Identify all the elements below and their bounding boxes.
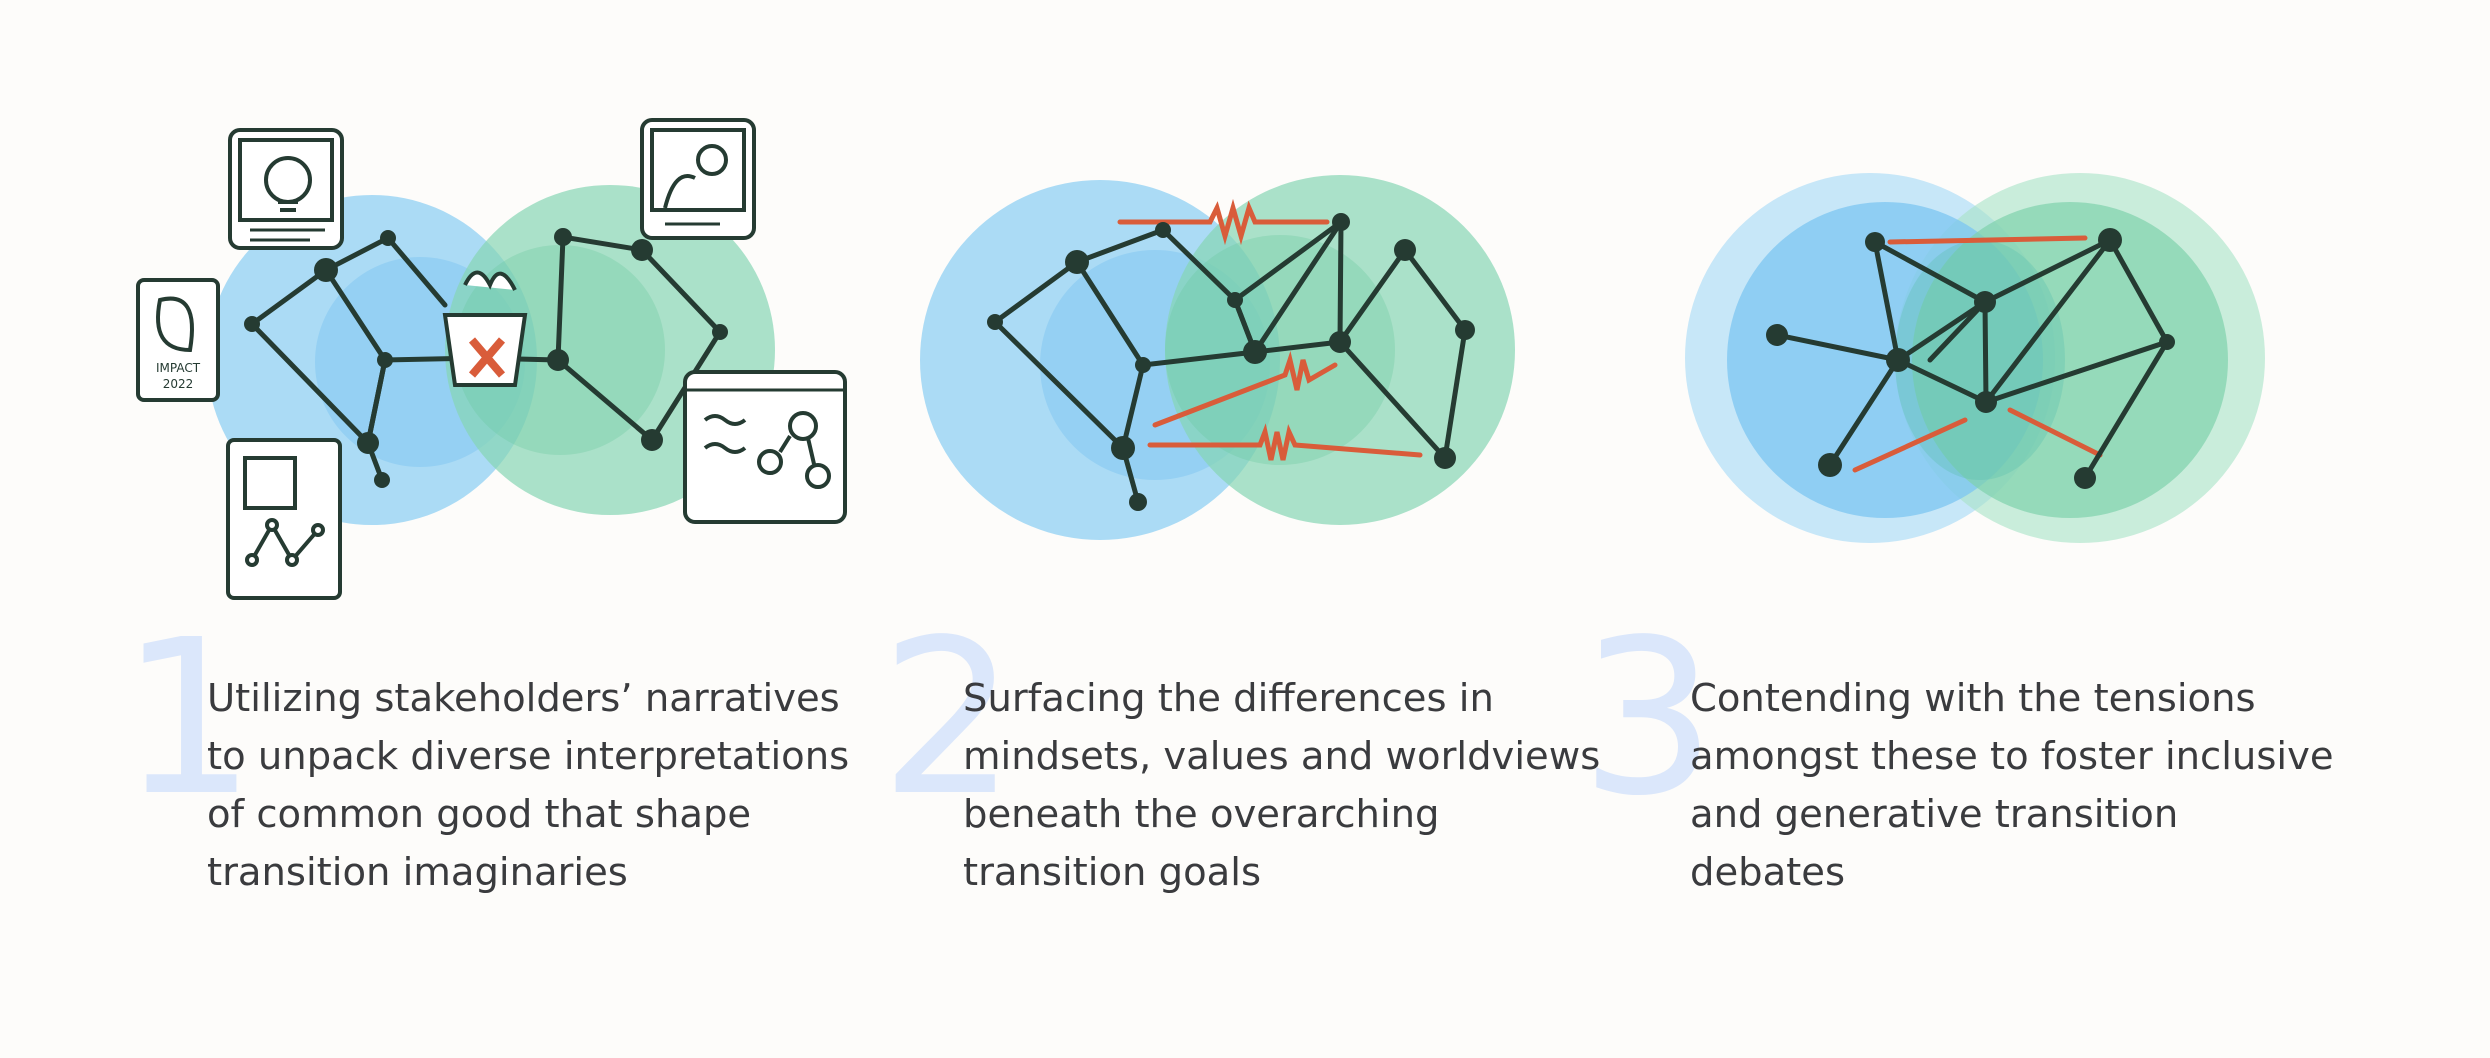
browser-card-icon <box>683 370 847 524</box>
step-1-line-2: to unpack diverse interpretations <box>207 734 850 779</box>
step-3-line-4: debates <box>1690 850 1845 895</box>
step-1-line-3: of common good that shape <box>207 792 752 837</box>
step-2-line-3: beneath the overarching <box>963 792 1440 837</box>
step-3-line-2: amongst these to foster inclusive <box>1690 734 2334 779</box>
basket-icon <box>442 270 528 387</box>
step-number-1: 1 <box>120 594 257 843</box>
lightbulb-card-icon <box>228 128 344 250</box>
step-1-line-4: transition imaginaries <box>207 850 628 895</box>
illustration-differences <box>920 175 1515 540</box>
illustration-tensions <box>1685 173 2265 543</box>
chart-card-icon <box>226 438 342 600</box>
step-description-1: Utilizing stakeholders’ narratives to un… <box>207 670 849 902</box>
step-2-line-2: mindsets, values and worldviews <box>963 734 1601 779</box>
step-2-line-1: Surfacing the differences in <box>963 676 1494 721</box>
step-2-line-4: transition goals <box>963 850 1261 895</box>
notebook-card-icon: IMPACT 2022 <box>136 278 220 402</box>
step-1-line-1: Utilizing stakeholders’ narratives <box>207 676 840 721</box>
portrait-card-icon <box>640 118 756 240</box>
illustration-narratives: IMPACT 2022 <box>136 118 847 600</box>
green-circle <box>1912 202 2228 518</box>
impact-badge-year: 2022 <box>163 377 194 391</box>
step-description-2: Surfacing the differences in mindsets, v… <box>963 670 1600 902</box>
tension-lines <box>1852 235 2103 473</box>
step-number-2: 2 <box>880 594 1017 843</box>
impact-badge-label: IMPACT <box>156 361 201 375</box>
tension-lines <box>1117 198 1423 461</box>
overlap-blend <box>1895 240 2065 480</box>
step-number-3: 3 <box>1580 594 1717 843</box>
step-3-line-3: and generative transition <box>1690 792 2179 837</box>
step-3-line-1: Contending with the tensions <box>1690 676 2256 721</box>
step-description-3: Contending with the tensions amongst the… <box>1690 670 2334 902</box>
